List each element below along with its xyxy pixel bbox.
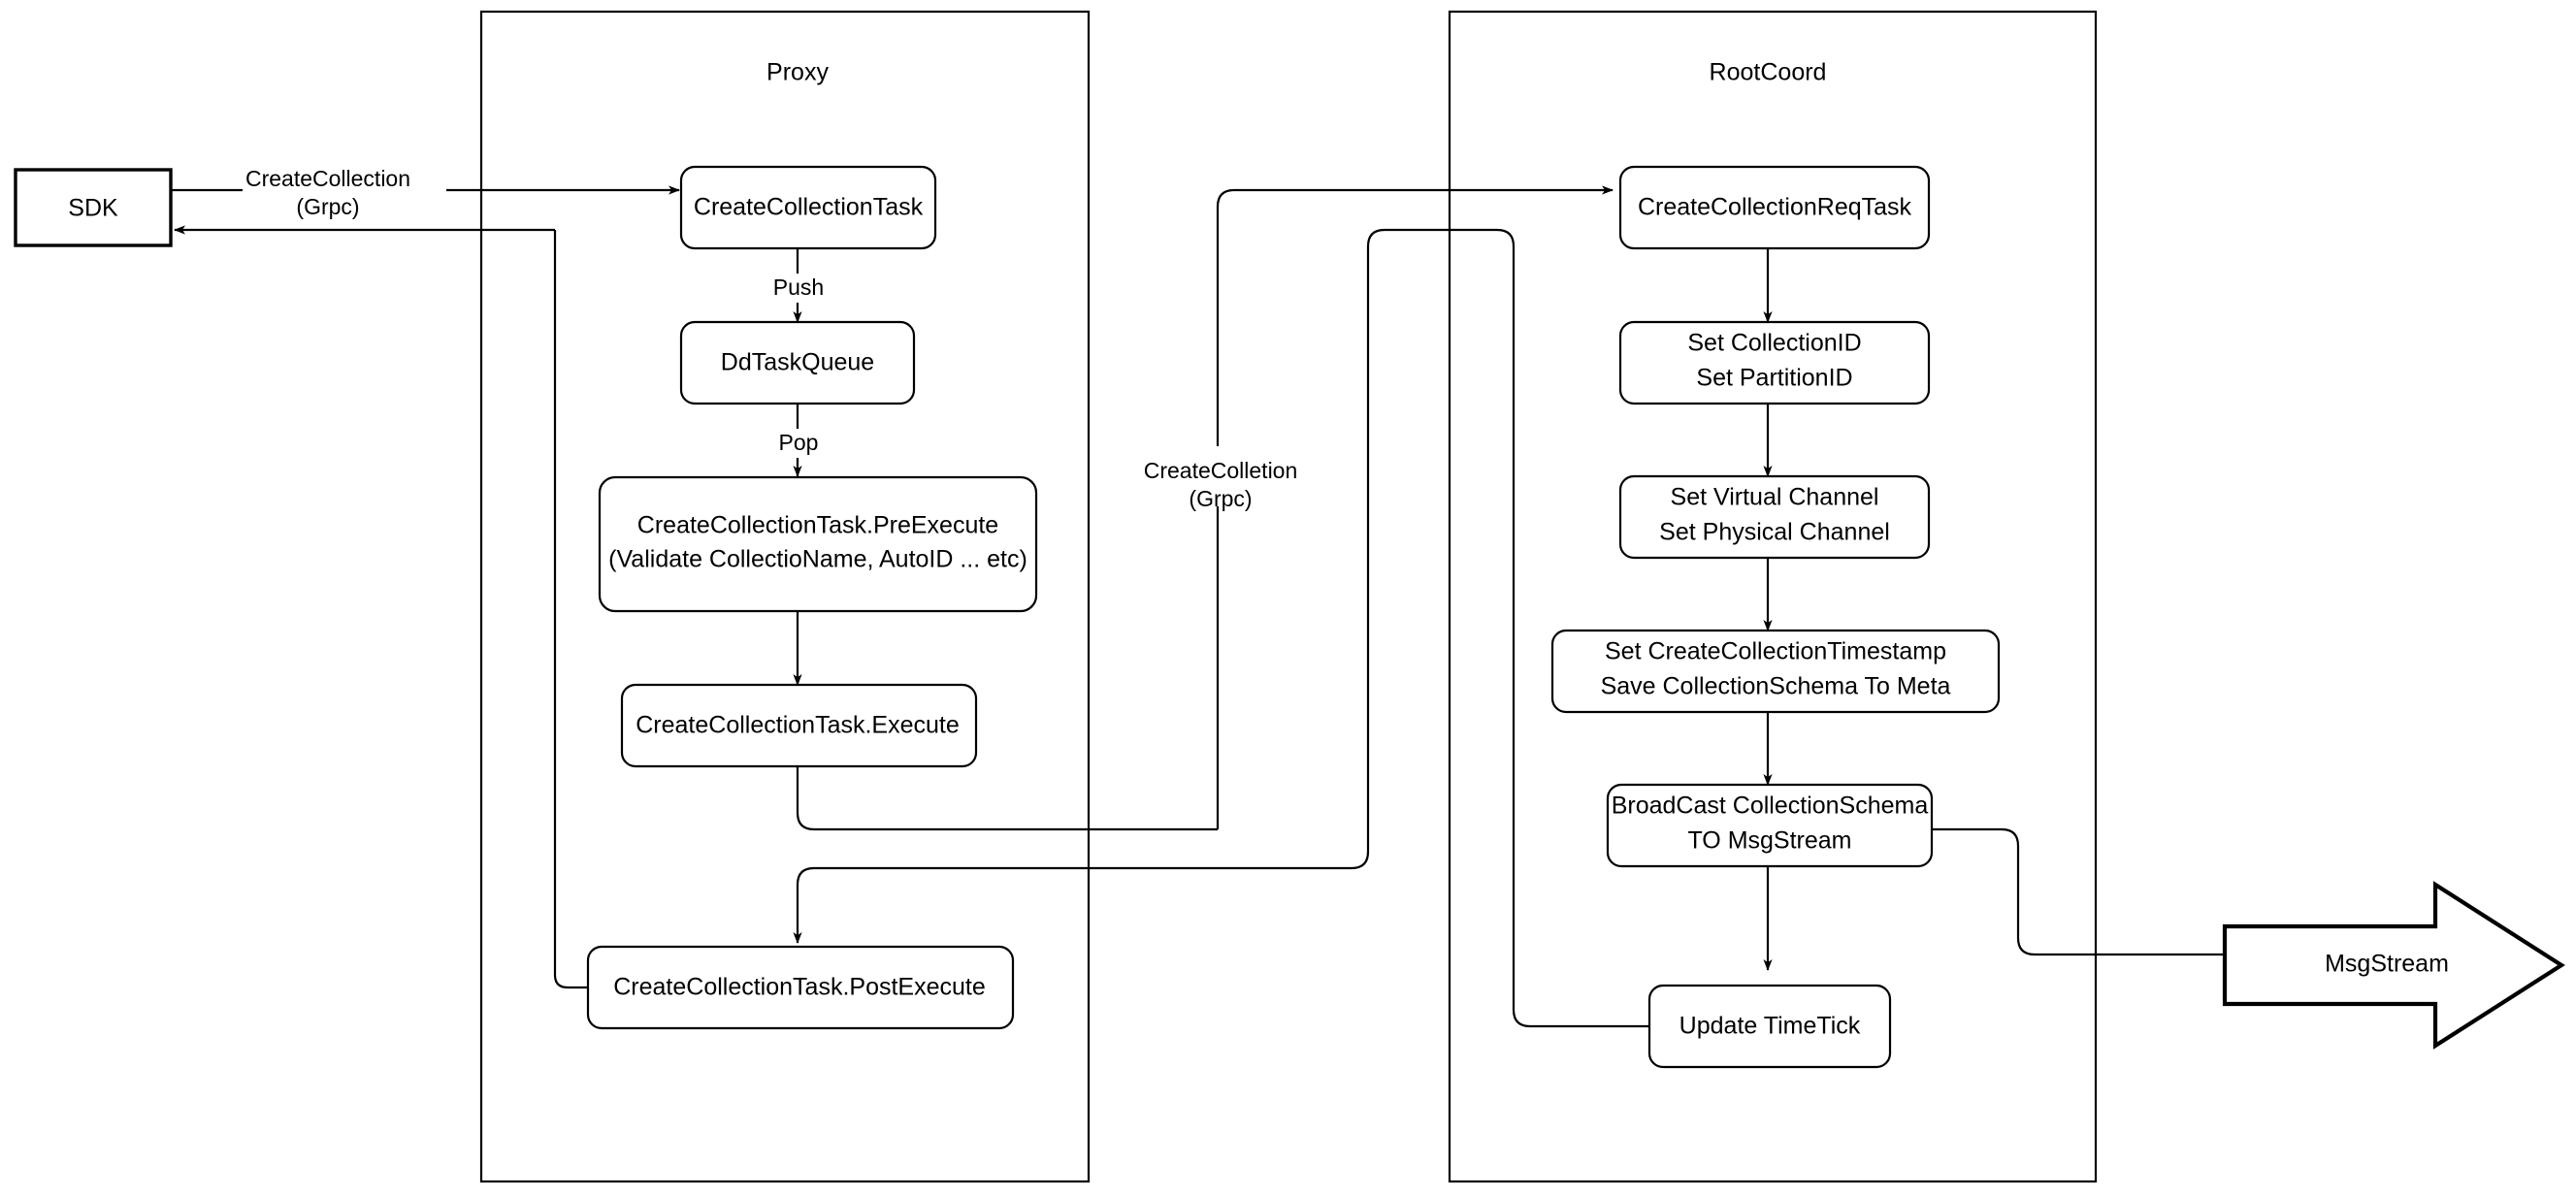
execute-box[interactable] (620, 683, 978, 768)
edge-response-to-post-execute (793, 866, 1087, 944)
edge-label-proxy-to-rootcoord: CreateColletion (Grpc) (1125, 446, 1320, 511)
pre-execute-label-line2: (Validate CollectioName, AutoID ... etc) (608, 546, 1027, 573)
sdk-edge-label-line1: CreateCollection (245, 166, 410, 191)
edge-label-sdk-to-proxy: CreateCollection (Grpc) (243, 166, 446, 223)
node-create-collection-req-task[interactable]: CreateCollectionReqTask (1618, 165, 1931, 250)
node-dd-task-queue[interactable]: DdTaskQueue (679, 320, 916, 405)
node-execute[interactable]: CreateCollectionTask.Execute (620, 683, 978, 768)
pre-execute-box[interactable] (598, 475, 1038, 613)
update-timetick-label: Update TimeTick (1679, 1013, 1861, 1040)
edge-label-pop: Pop (769, 429, 828, 458)
dd-task-queue-box[interactable] (679, 320, 916, 405)
edge-rootcoord-to-proxy-return (1087, 228, 1488, 870)
update-timetick-box[interactable] (1647, 984, 1892, 1069)
set-channels-label-line1: Set Virtual Channel (1671, 484, 1879, 511)
create-collection-req-task-box[interactable] (1618, 165, 1931, 250)
node-create-collection-task[interactable]: CreateCollectionTask (679, 165, 937, 250)
sdk-box[interactable] (14, 168, 173, 247)
rootcoord-container-label: RootCoord (1710, 59, 1827, 86)
post-execute-box[interactable] (586, 945, 1015, 1030)
set-channels-box[interactable] (1618, 474, 1931, 560)
node-set-ids[interactable]: Set CollectionID Set PartitionID (1618, 320, 1931, 405)
node-sdk[interactable]: SDK (14, 168, 173, 247)
node-set-timestamp[interactable]: Set CreateCollectionTimestamp Save Colle… (1550, 629, 2001, 714)
node-pre-execute[interactable]: CreateCollectionTask.PreExecute (Validat… (598, 475, 1038, 613)
edge-execute-to-rootcoord (796, 765, 1218, 831)
pre-execute-label-line1: CreateCollectionTask.PreExecute (637, 512, 998, 539)
grpc-edge-label-backdrop (1125, 446, 1320, 506)
execute-label: CreateCollectionTask.Execute (636, 712, 960, 739)
create-collection-req-task-label: CreateCollectionReqTask (1638, 194, 1912, 221)
set-timestamp-label-line1: Set CreateCollectionTimestamp (1605, 638, 1946, 665)
create-collection-task-box[interactable] (679, 165, 937, 250)
set-ids-box[interactable] (1618, 320, 1931, 405)
broadcast-label-line2: TO MsgStream (1687, 827, 1851, 855)
broadcast-label-line1: BroadCast CollectionSchema (1612, 793, 1929, 820)
msgstream-arrow-shape[interactable] (2222, 881, 2565, 1050)
proxy-container-label: Proxy (766, 59, 829, 86)
edge-update-timetick-to-return (1488, 228, 1649, 1028)
pop-label: Pop (779, 430, 819, 455)
edge-label-push: Push (765, 274, 832, 303)
msgstream-label: MsgStream (2325, 951, 2449, 978)
broadcast-box[interactable] (1606, 783, 1934, 868)
node-broadcast[interactable]: BroadCast CollectionSchema TO MsgStream (1606, 783, 1934, 868)
sdk-edge-label-backdrop (243, 167, 446, 223)
post-execute-label: CreateCollectionTask.PostExecute (613, 974, 986, 1001)
pop-label-backdrop (769, 429, 828, 458)
set-ids-label-line1: Set CollectionID (1687, 330, 1861, 357)
dd-task-queue-label: DdTaskQueue (721, 349, 874, 376)
edge-broadcast-to-msgstream (1931, 827, 2364, 959)
sdk-edge-label-line2: (Grpc) (296, 194, 359, 219)
grpc-edge-label-line2: (Grpc) (1189, 486, 1252, 511)
grpc-edge-label-line1: CreateColletion (1144, 458, 1298, 483)
node-post-execute[interactable]: CreateCollectionTask.PostExecute (586, 945, 1015, 1030)
set-timestamp-box[interactable] (1550, 629, 2001, 714)
node-update-timetick[interactable]: Update TimeTick (1647, 984, 1892, 1069)
set-timestamp-label-line2: Save CollectionSchema To Meta (1601, 673, 1951, 700)
node-msgstream[interactable]: MsgStream (2222, 881, 2565, 1050)
node-set-channels[interactable]: Set Virtual Channel Set Physical Channel (1618, 474, 1931, 560)
edge-post-execute-to-return (553, 230, 588, 989)
push-label: Push (773, 275, 824, 300)
set-ids-label-line2: Set PartitionID (1696, 365, 1852, 392)
edge-proxy-to-rootcoord-grpc (1216, 185, 1614, 829)
sdk-label: SDK (68, 195, 118, 222)
push-label-backdrop (765, 274, 832, 303)
set-channels-label-line2: Set Physical Channel (1659, 519, 1890, 546)
create-collection-task-label: CreateCollectionTask (694, 194, 924, 221)
